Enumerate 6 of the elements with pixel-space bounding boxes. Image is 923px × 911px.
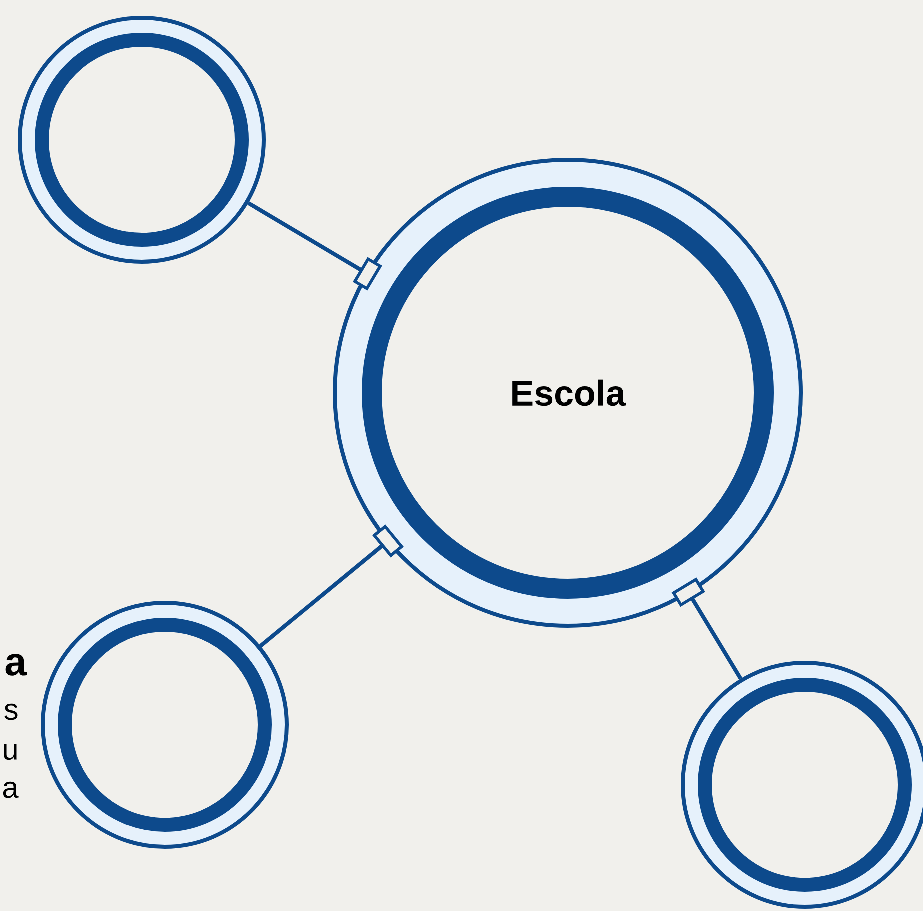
connector-line: [672, 578, 743, 680]
ring-circle: [681, 661, 923, 909]
connector-line: [248, 202, 382, 291]
connector-line: [259, 524, 404, 648]
ring-circle: [18, 16, 266, 264]
ring-circle: [41, 601, 289, 849]
